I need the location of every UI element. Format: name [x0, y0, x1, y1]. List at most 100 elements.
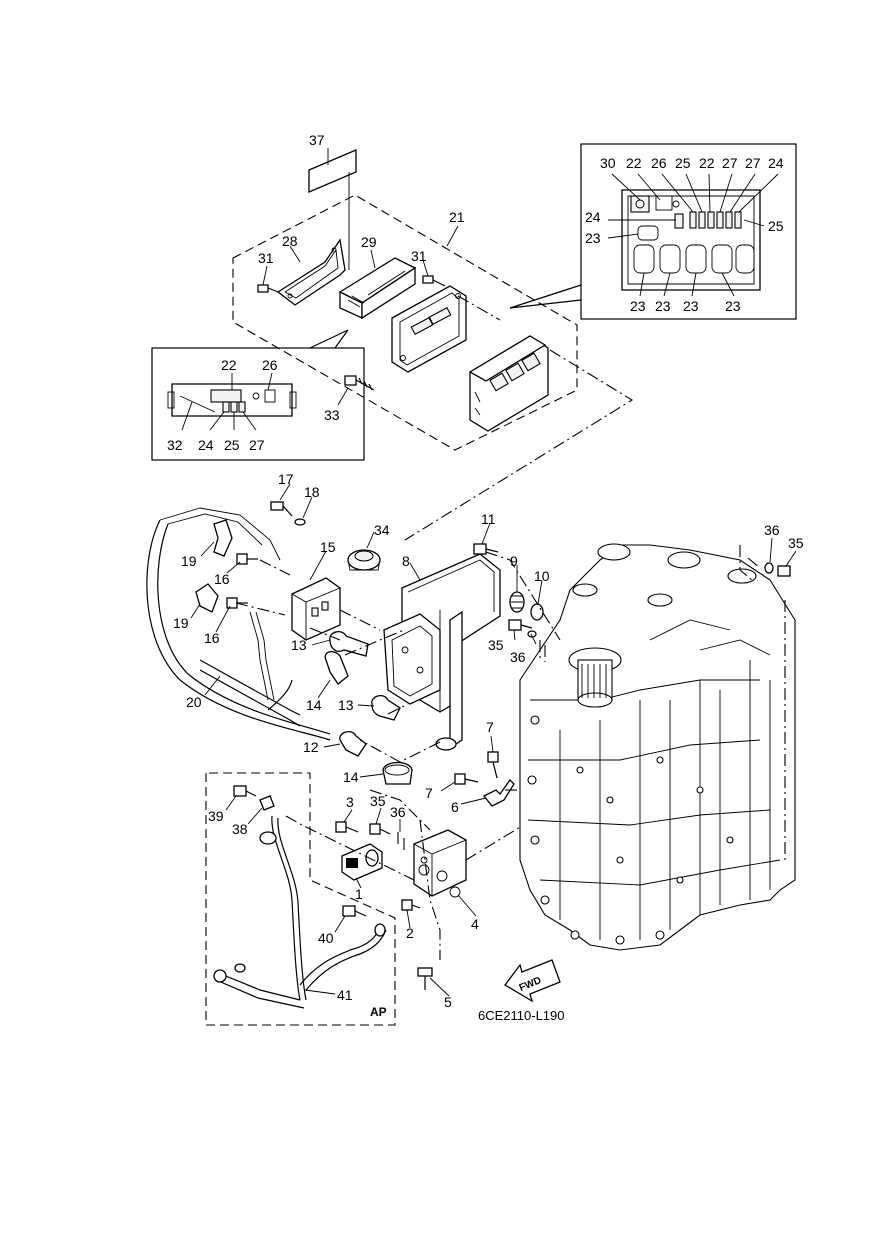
- ap-box: [205, 772, 396, 1026]
- bolt-part-39: [233, 785, 257, 797]
- clamp-part-19-lower: [195, 583, 219, 613]
- washer-part-18: [294, 518, 306, 526]
- inset-right-callout-25a: 25: [675, 155, 691, 171]
- inset-right-callout-23d: 23: [683, 298, 699, 314]
- inset-right-callout-23e: 23: [725, 298, 741, 314]
- inset-right-callout-22a: 22: [626, 155, 642, 171]
- cable-part-41: [213, 815, 387, 1009]
- inset-right-callout-23c: 23: [655, 298, 671, 314]
- clamp-part-13-lower: [371, 694, 401, 721]
- inset-right-callout-23b: 23: [630, 298, 646, 314]
- inset-left: [151, 329, 365, 461]
- bracket-part-8: [383, 553, 501, 751]
- inset-left-callout-25: 25: [224, 437, 240, 453]
- grommet-part-9: [509, 591, 525, 613]
- inset-right: [509, 143, 797, 320]
- component-part-1: [341, 843, 383, 881]
- bolt-part-40: [342, 905, 367, 917]
- callout-13-lower: 13: [338, 697, 354, 713]
- inset-right-callout-24b: 24: [585, 209, 601, 225]
- callout-41: 41: [337, 987, 353, 1003]
- inset-right-callout-22b: 22: [699, 155, 715, 171]
- callout-3: 3: [346, 794, 354, 810]
- callout-18: 18: [304, 484, 320, 500]
- bolt-part-35-right: [777, 565, 791, 577]
- module-part-29: [338, 257, 417, 320]
- callout-13-upper: 13: [291, 637, 307, 653]
- washer-part-36-right: [739, 545, 786, 860]
- screw-part-33: [344, 375, 375, 391]
- callout-15: 15: [320, 539, 336, 555]
- collar-part-10: [530, 603, 544, 621]
- inset-left-callout-22: 22: [221, 357, 237, 373]
- holder-part-4: [413, 829, 467, 898]
- callout-35-right: 35: [788, 535, 804, 551]
- inset-right-callout-25b: 25: [768, 218, 784, 234]
- callout-4: 4: [471, 916, 479, 932]
- callout-36-right: 36: [764, 522, 780, 538]
- callout-14-lower: 14: [343, 769, 359, 785]
- bolt-part-11: [473, 543, 499, 555]
- washer-part-36-lower: [397, 832, 405, 852]
- bolt-part-35-mid: [508, 619, 533, 631]
- callout-35-lower: 35: [370, 793, 386, 809]
- bolt-part-2: [401, 899, 421, 911]
- inset-right-callout-23a: 23: [585, 230, 601, 246]
- terminal-part-38: [259, 795, 275, 811]
- clamp-part-13-upper: [329, 630, 369, 657]
- callout-37: 37: [309, 132, 325, 148]
- bolt-part-16-upper: [236, 553, 258, 565]
- callout-19-lower: 19: [173, 615, 189, 631]
- bolt-part-7-upper: [487, 751, 499, 779]
- inset-right-callout-27a: 27: [722, 155, 738, 171]
- callout-21: 21: [449, 209, 465, 225]
- callout-5: 5: [444, 994, 452, 1010]
- diagram-code: 6CE2110-L190: [478, 1008, 565, 1023]
- callout-16-upper: 16: [214, 571, 230, 587]
- inset-left-callout-32: 32: [167, 437, 183, 453]
- callout-6: 6: [451, 799, 459, 815]
- clamp-part-12: [339, 730, 367, 757]
- callout-1: 1: [355, 886, 363, 902]
- bolt-part-35-lower: [369, 823, 391, 835]
- clamp-part-14-lower: [382, 761, 413, 785]
- callout-11: 11: [481, 511, 496, 527]
- callout-16-lower: 16: [204, 630, 220, 646]
- bolt-part-5: [417, 967, 433, 990]
- callout-31-left: 31: [258, 250, 274, 266]
- bolt-part-3: [335, 821, 359, 833]
- callout-36-lower: 36: [390, 804, 406, 820]
- inset-right-callout-27b: 27: [745, 155, 761, 171]
- callout-labels: 37 21 28 29 31 31 33 22 26 32 24 25 27 3…: [167, 132, 804, 1023]
- callout-35-mid: 35: [488, 637, 504, 653]
- callout-29: 29: [361, 234, 377, 250]
- gasket-part-28: [276, 238, 346, 306]
- callout-20: 20: [186, 694, 202, 710]
- callout-8: 8: [402, 553, 410, 569]
- inset-left-callout-26: 26: [262, 357, 278, 373]
- wire-harness-part-20: [146, 507, 331, 741]
- callout-39: 39: [208, 808, 224, 824]
- inset-left-callout-24: 24: [198, 437, 214, 453]
- callout-28: 28: [282, 233, 298, 249]
- callout-14-upper: 14: [306, 697, 322, 713]
- screw-part-31-right: [422, 275, 446, 287]
- ecu-plate: [391, 285, 467, 373]
- clamp-part-19-upper: [213, 519, 233, 557]
- leaders-lower: [190, 483, 797, 997]
- inset-right-callout-26: 26: [651, 155, 667, 171]
- ecu-box: [468, 335, 549, 432]
- clamp-part-14-upper: [324, 650, 349, 685]
- screw-part-31-left: [257, 284, 279, 293]
- callout-40: 40: [318, 930, 334, 946]
- inset-right-callout-30: 30: [600, 155, 616, 171]
- callout-17: 17: [278, 471, 294, 487]
- inset-right-callout-24a: 24: [768, 155, 784, 171]
- callout-31-right: 31: [411, 248, 427, 264]
- callout-2: 2: [406, 925, 414, 941]
- callout-12: 12: [303, 739, 319, 755]
- engine-block: [519, 543, 796, 951]
- grommet-part-34: [347, 549, 381, 571]
- bracket-part-6: [482, 778, 515, 807]
